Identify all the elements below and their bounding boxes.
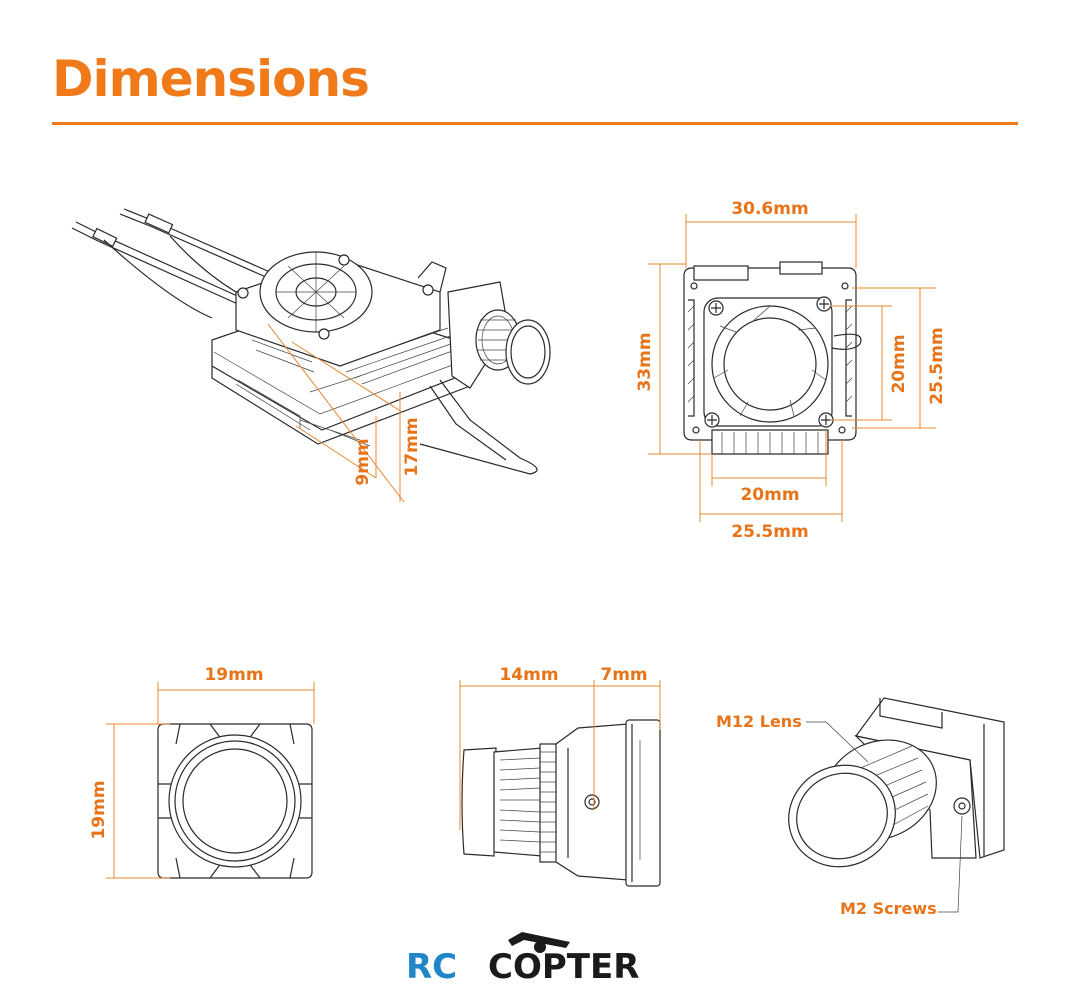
isometric-view bbox=[71, 208, 551, 503]
camera-side-view bbox=[459, 680, 661, 887]
camera-front-width-19mm: 19mm bbox=[204, 665, 263, 685]
page-title: Dimensions bbox=[52, 50, 370, 108]
camera-front-view bbox=[106, 682, 315, 879]
front-width-30-6mm: 30.6mm bbox=[731, 199, 808, 219]
camera-side-body-7mm: 7mm bbox=[600, 665, 647, 685]
front-height-33mm: 33mm bbox=[635, 332, 655, 391]
callout-m12-lens: M12 Lens bbox=[716, 712, 802, 731]
helicopter-rotor-icon bbox=[508, 932, 570, 948]
front-height-25-5mm: 25.5mm bbox=[927, 327, 947, 404]
camera-perspective-view bbox=[788, 697, 1005, 913]
iso-depth-9mm: 9mm bbox=[353, 438, 373, 485]
iso-height-17mm: 17mm bbox=[402, 417, 422, 476]
front-height-20mm: 20mm bbox=[889, 334, 909, 393]
logo-rc-text: RC bbox=[406, 947, 457, 987]
rc-copter-logo: RC COPTER bbox=[406, 932, 639, 987]
front-width-25-5mm: 25.5mm bbox=[731, 522, 808, 542]
camera-side-lens-14mm: 14mm bbox=[499, 665, 558, 685]
camera-front-height-19mm: 19mm bbox=[89, 780, 109, 839]
logo-copter-text: COPTER bbox=[488, 947, 639, 987]
title-underline bbox=[52, 122, 1018, 125]
front-width-20mm: 20mm bbox=[740, 485, 799, 505]
front-view bbox=[648, 214, 936, 522]
callout-m2-screws: M2 Screws bbox=[840, 899, 937, 918]
